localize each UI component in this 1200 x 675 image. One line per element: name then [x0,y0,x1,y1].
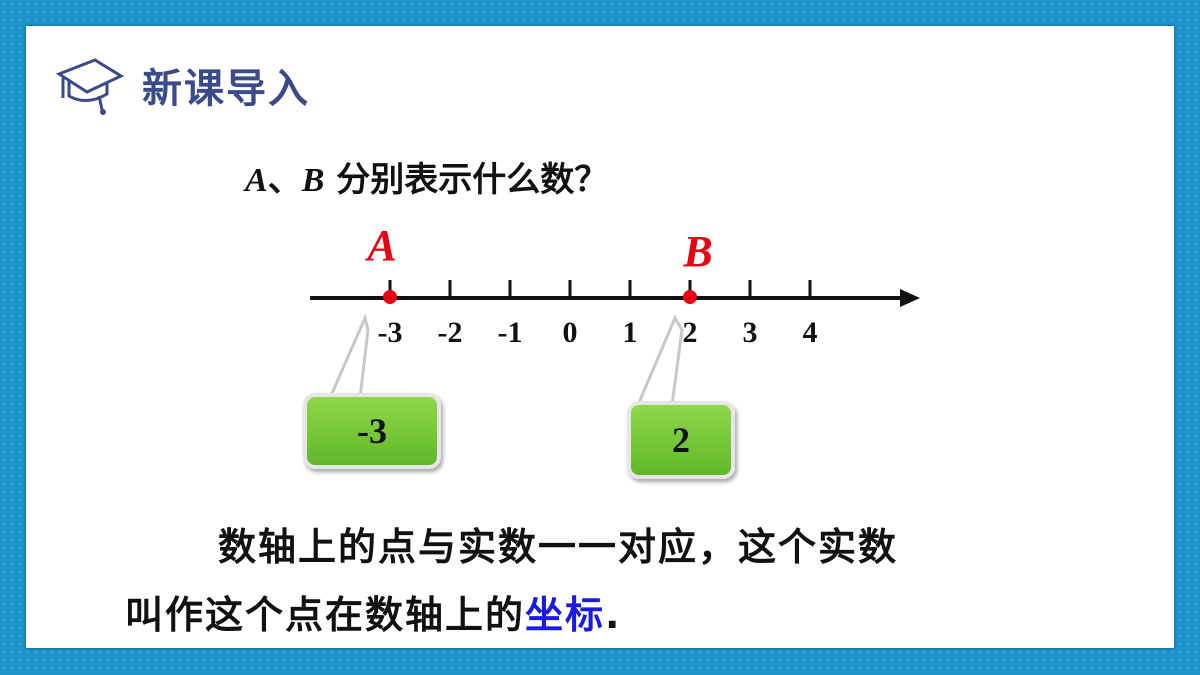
callout-b-box: 2 [627,401,735,479]
tick-label-group: -3 -2 -1 0 1 2 3 4 [378,316,818,349]
point-b-label: B [682,227,712,276]
tick-label: 2 [683,316,698,349]
tick-label: -2 [438,316,463,349]
point-b-marker [683,290,697,304]
callout-b-value: 2 [672,420,690,460]
tick-label: 4 [803,316,818,349]
point-a-marker [383,290,397,304]
callout-b-pointer [635,314,684,407]
tick-group [388,280,812,298]
question-body: 分别表示什么数？ [324,160,609,200]
callout-a-box: -3 [303,393,441,469]
tick-label: 3 [743,316,758,349]
question-label-b: B [301,162,325,199]
question-separator: 、 [267,160,302,200]
paragraph-line-2-suffix: . [605,593,622,637]
page-title: 新课导入 [142,66,310,112]
tick-label: 1 [623,316,638,349]
paragraph-line-1: 数轴上的点与实数一一对应，这个实数 [218,525,899,569]
tick-label: 0 [563,316,578,349]
number-line-arrow [900,289,920,307]
point-a-label: A [364,221,396,270]
slide-content-card [26,26,1174,648]
tick-label: -1 [498,316,523,349]
graduation-cap-icon [55,58,125,115]
callout-a-pointer [327,313,370,400]
callout-a-value: -3 [357,411,387,451]
paragraph-line-2: 叫作这个点在数轴上的坐标. [125,584,621,639]
question-label-a: A [245,162,268,199]
tick-label: -3 [378,316,403,349]
highlight-term: 坐标 [525,593,606,637]
paragraph-line-2-prefix: 叫作这个点在数轴上的 [125,593,526,637]
question-text: A、B 分别表示什么数？ [245,152,608,201]
